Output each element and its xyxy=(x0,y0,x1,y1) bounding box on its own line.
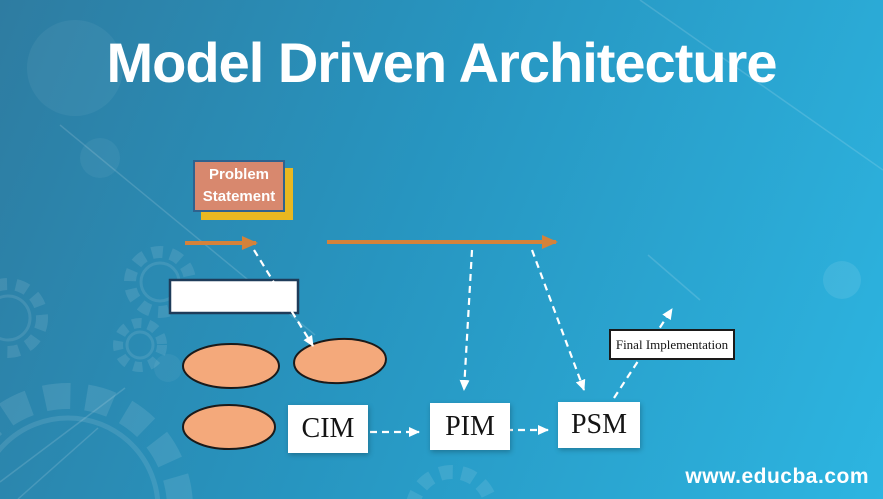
ellipse-top-left xyxy=(182,343,280,389)
watermark: www.educba.com xyxy=(685,465,869,488)
node-cim: CIM xyxy=(288,405,368,453)
problem-statement-box: Problem Statement xyxy=(193,160,285,212)
node-pim: PIM xyxy=(430,403,510,450)
orange-arrow xyxy=(185,235,558,250)
node-psm: PSM xyxy=(558,402,640,448)
arrow-to-ellipse xyxy=(253,249,314,347)
bokeh-circle-decor xyxy=(27,20,861,382)
page-title: Model Driven Architecture xyxy=(106,31,778,94)
empty-box xyxy=(168,278,300,315)
ellipse-bottom-left xyxy=(182,404,276,450)
arrow-to-pim xyxy=(459,249,474,391)
node-final-implementation: Final Implementation xyxy=(609,329,735,360)
ellipse-top-right xyxy=(293,337,387,385)
problem-statement-line2: Statement xyxy=(202,188,276,205)
problem-statement-line1: Problem xyxy=(208,166,269,184)
model-ellipse xyxy=(182,337,387,450)
arrow-to-psm xyxy=(530,249,586,391)
